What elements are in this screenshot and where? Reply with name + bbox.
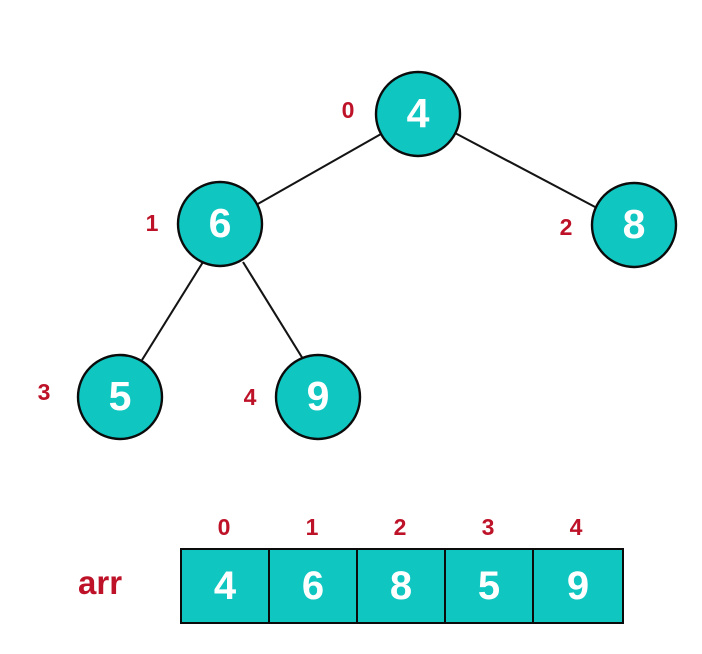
- tree-edge: [242, 261, 304, 360]
- tree-node[interactable]: 8: [590, 181, 678, 269]
- array-index-labels: 0 1 2 3 4: [180, 514, 620, 541]
- array-index-label: 0: [217, 514, 231, 540]
- tree-node-circle[interactable]: [76, 353, 164, 441]
- tree-node-value: 6: [209, 200, 232, 246]
- tree-node-value: 8: [623, 201, 646, 247]
- array-cell[interactable]: 5: [446, 550, 534, 622]
- tree-node[interactable]: 5: [76, 353, 164, 441]
- tree-node-circle[interactable]: [374, 70, 462, 158]
- tree-node[interactable]: 6: [176, 180, 264, 268]
- tree-node[interactable]: 9: [274, 353, 362, 441]
- tree-edge: [454, 132, 598, 209]
- tree-node-circle[interactable]: [590, 181, 678, 269]
- tree-node-circle[interactable]: [176, 180, 264, 268]
- tree-node-index-label: 0: [342, 97, 355, 123]
- array-index-label: 4: [569, 514, 583, 540]
- array-name-label: arr: [78, 564, 123, 601]
- tree-edges: [141, 132, 598, 361]
- tree-edge: [255, 133, 382, 206]
- array-index-label: 3: [481, 514, 495, 540]
- array-cell[interactable]: 6: [270, 550, 358, 622]
- array-index-label: 2: [393, 514, 407, 540]
- tree-edge: [141, 261, 204, 361]
- tree-node[interactable]: 4: [374, 70, 462, 158]
- tree-node-index-label: 1: [146, 210, 159, 236]
- array-cell[interactable]: 9: [534, 550, 622, 622]
- tree-node-index-label: 4: [244, 384, 257, 410]
- array-cell[interactable]: 8: [358, 550, 446, 622]
- tree-node-circle[interactable]: [274, 353, 362, 441]
- array-index-label: 1: [305, 514, 319, 540]
- tree-node-index-label: 3: [38, 379, 51, 405]
- tree-node-value: 4: [407, 90, 430, 136]
- tree-node-index-label: 2: [560, 214, 573, 240]
- tree-node-value: 9: [307, 373, 330, 419]
- tree-node-index-labels: 0 1 2 3 4: [38, 97, 573, 410]
- array-cell[interactable]: 4: [182, 550, 270, 622]
- tree-node-value: 5: [109, 373, 132, 419]
- tree-nodes: 4 6 8 5 9: [76, 70, 678, 441]
